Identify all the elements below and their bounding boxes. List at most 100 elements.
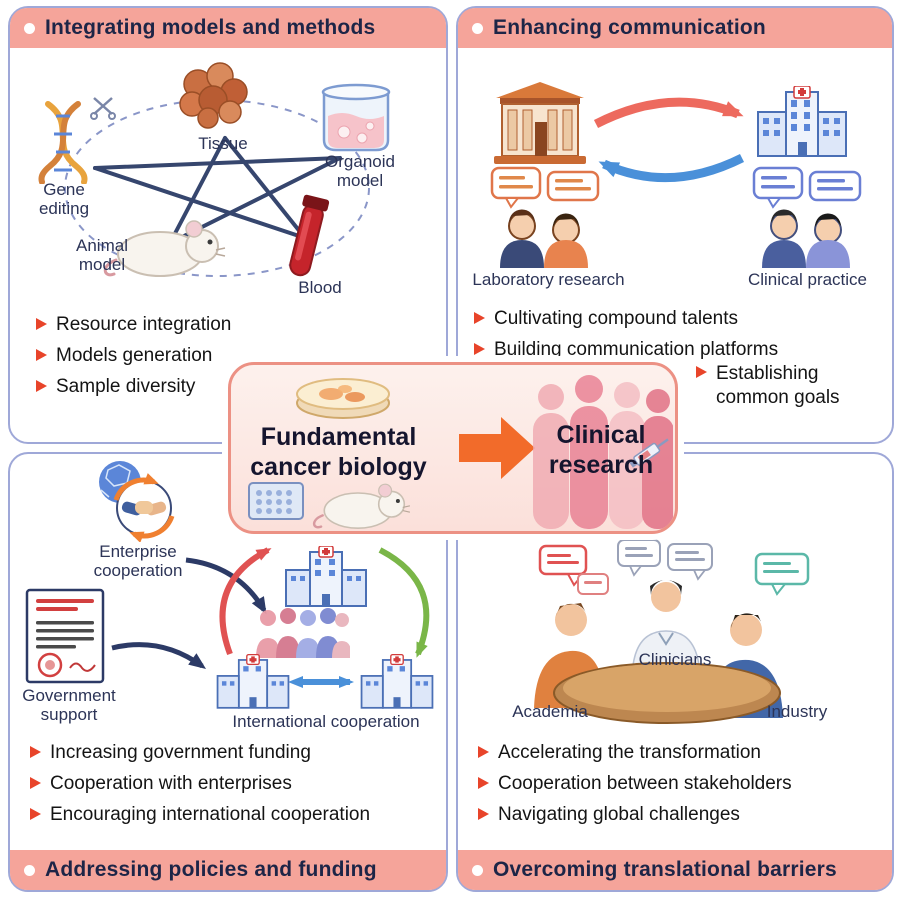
petri-dish-icon: [296, 378, 390, 419]
organoid-beaker-icon: [321, 83, 391, 152]
panel-policies-header: Addressing policies and funding: [10, 850, 446, 890]
center-left-label: Fundamental cancer biology: [250, 423, 427, 481]
bullet-text: Encouraging international cooperation: [50, 804, 371, 825]
label-enterprise-cooperation: Enterprise cooperation: [93, 542, 183, 581]
panel-integrating-title: Integrating models and methods: [45, 16, 376, 39]
label-animal-model: Animal model: [76, 236, 128, 275]
label-clinical-practice: Clinical practice: [747, 270, 868, 289]
bullet-item: Establishing common goals: [696, 362, 861, 410]
triangle-bullet-icon: [474, 343, 485, 355]
center-translation-box: Fundamental cancer biology: [228, 362, 678, 534]
label-academia: Academia: [512, 702, 588, 721]
triangle-bullet-icon: [30, 777, 41, 789]
international-people-icon: [256, 608, 350, 658]
hospital-small-icon: [360, 654, 434, 709]
panel-barriers-header: Overcoming translational barriers: [458, 850, 892, 890]
bullet-text: Models generation: [56, 345, 213, 366]
syringe-icon: [629, 438, 669, 468]
bullet-item: Encouraging international cooperation: [30, 804, 370, 826]
integrating-bullet-list: Resource integration Models generation S…: [36, 314, 231, 407]
hospital-building-icon: [757, 86, 847, 157]
bullet-item: Sample diversity: [36, 376, 231, 398]
translation-block-arrow-icon: [459, 417, 535, 479]
scissors-icon: [90, 97, 116, 120]
label-government-support: Government support: [22, 686, 116, 725]
school-building-icon: [494, 82, 586, 164]
header-dot-icon: [472, 22, 483, 34]
bullet-text: Cooperation between stakeholders: [498, 773, 792, 794]
speech-bubble-red-icon: [538, 544, 609, 595]
bullet-item: Cooperation with enterprises: [30, 773, 370, 795]
gene-editing-dna-icon: [38, 101, 88, 184]
panel-integrating-models: Integrating models and methods: [8, 6, 448, 444]
hospital-small-icon: [216, 654, 290, 709]
exchange-arrows-icon: [593, 97, 745, 183]
triangle-bullet-icon: [474, 312, 485, 324]
triangle-bullet-icon: [30, 808, 41, 820]
panel-policies-title: Addressing policies and funding: [45, 858, 377, 881]
triangle-bullet-icon: [36, 349, 47, 361]
panel-communication-title: Enhancing communication: [493, 16, 766, 39]
bullet-text: Cultivating compound talents: [494, 308, 738, 329]
bullet-item: Increasing government funding: [30, 742, 370, 764]
speech-bubble-gray-icon: [617, 539, 713, 581]
speech-bubble-teal-icon: [754, 552, 810, 596]
bullet-item: Cooperation between stakeholders: [478, 773, 792, 795]
bullet-text: Sample diversity: [56, 376, 196, 397]
bullet-text: Cooperation with enterprises: [50, 773, 292, 794]
label-industry: Industry: [766, 702, 828, 721]
communication-bullet-list: Cultivating compound talents Building co…: [474, 308, 778, 370]
enterprise-to-cluster-arrow-icon: [185, 557, 267, 615]
panel-translational-barriers: Academia Clinicians Industry Acceleratin…: [456, 452, 894, 892]
triangle-bullet-icon: [696, 366, 707, 378]
panel-integrating-header: Integrating models and methods: [10, 8, 446, 48]
label-gene-editing: Gene editing: [38, 180, 90, 219]
policies-bullet-list: Increasing government funding Cooperatio…: [30, 742, 370, 835]
label-international-cooperation: International cooperation: [232, 712, 420, 731]
barriers-bullet-list: Accelerating the transformation Cooperat…: [478, 742, 792, 835]
bullet-text: Building communication platforms: [494, 339, 779, 360]
triangle-bullet-icon: [36, 318, 47, 330]
blood-tube-icon: [289, 194, 330, 277]
center-right-label: Clinical research: [548, 421, 654, 479]
bullet-item: Building communication platforms: [474, 339, 778, 361]
meeting-table-icon: [553, 662, 781, 724]
government-to-cluster-arrow-icon: [111, 642, 207, 669]
label-blood: Blood: [298, 278, 342, 297]
clinical-people-icon: [752, 166, 862, 268]
triangle-bullet-icon: [478, 777, 489, 789]
bullet-text: Navigating global challenges: [498, 804, 740, 825]
label-tissue: Tissue: [198, 134, 248, 153]
bullet-item: Resource integration: [36, 314, 231, 336]
triangle-bullet-icon: [478, 746, 489, 758]
label-clinicians: Clinicians: [638, 650, 712, 669]
header-dot-icon: [24, 864, 35, 876]
tissue-icon: [179, 62, 248, 129]
bullet-item: Models generation: [36, 345, 231, 367]
microplate-icon: [248, 482, 304, 520]
label-organoid-model: Organoid model: [325, 152, 395, 191]
header-dot-icon: [472, 864, 483, 876]
panel-communication-header: Enhancing communication: [458, 8, 892, 48]
patient-silhouettes-icon: [533, 375, 673, 529]
triangle-bullet-icon: [36, 380, 47, 392]
bullet-item: Navigating global challenges: [478, 804, 792, 826]
center-mouse-icon: [312, 483, 411, 529]
label-laboratory-research: Laboratory research: [472, 270, 625, 289]
triangle-bullet-icon: [478, 808, 489, 820]
bullet-item: Cultivating compound talents: [474, 308, 778, 330]
bullet-text: Increasing government funding: [50, 742, 311, 763]
panel-barriers-title: Overcoming translational barriers: [493, 858, 837, 881]
hospital-small-icon: [285, 546, 367, 607]
cooperation-cycle-arrows-icon: [219, 547, 430, 688]
government-document-icon: [25, 588, 105, 684]
header-dot-icon: [24, 22, 35, 34]
globe-handshake-icon: [99, 461, 175, 542]
bullet-text: Establishing common goals: [716, 363, 840, 408]
triangle-bullet-icon: [30, 746, 41, 758]
bullet-text: Resource integration: [56, 314, 232, 335]
mouse-icon: [103, 220, 226, 277]
bullet-text: Accelerating the transformation: [498, 742, 761, 763]
bullet-item: Accelerating the transformation: [478, 742, 792, 764]
